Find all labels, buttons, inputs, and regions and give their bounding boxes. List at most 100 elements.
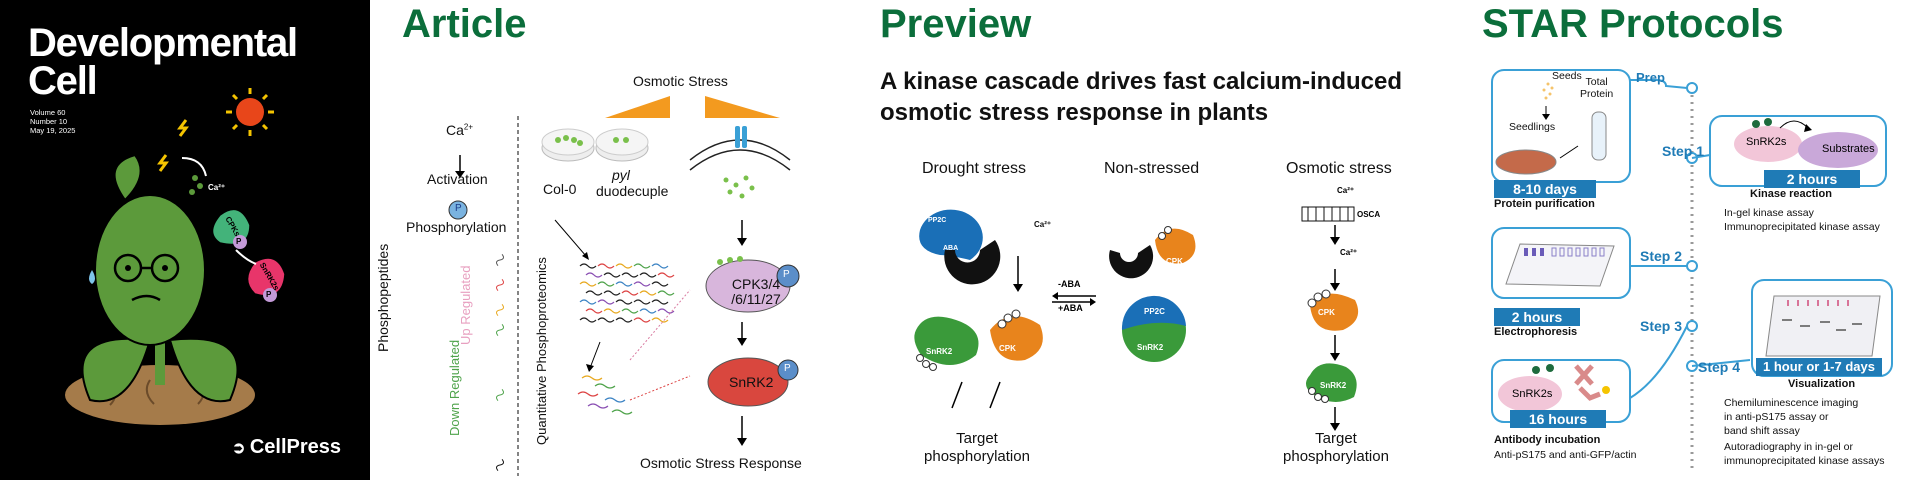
protein-purification-label: Protein purification — [1494, 198, 1595, 210]
regulated-peptides — [577, 375, 633, 415]
non-stressed-label: Non-stressed — [1104, 160, 1200, 177]
antibody-incubation-label: Antibody incubation — [1494, 434, 1601, 446]
quantitative-phosphoproteomics-label: Quantitative Phosphoproteomics — [534, 257, 549, 445]
peptide-squiggle — [603, 308, 621, 314]
nonstressed-snrk2-label: SnRK2 — [1137, 343, 1164, 352]
antibody-detail-label: Anti-pS175 and anti-GFP/actin — [1494, 449, 1637, 461]
phosphorylation-label: Phosphorylation — [406, 219, 507, 235]
osmotic-target-line2: phosphorylation — [1283, 448, 1389, 465]
peptide-squiggle — [603, 272, 621, 278]
peptide-squiggle — [639, 272, 657, 278]
article-graphic — [448, 96, 800, 476]
vis-line3: band shift assay — [1724, 425, 1800, 437]
phosphopeptide-cloud — [579, 263, 675, 323]
osca-label: OSCA — [1357, 210, 1381, 219]
substrates-label: Substrates — [1822, 143, 1875, 155]
step3-label: Step 3 — [1640, 318, 1683, 334]
lightning-icon — [157, 154, 169, 172]
peptide-squiggle — [585, 290, 603, 296]
plus-aba-label: +ABA — [1058, 303, 1083, 313]
cover-ca-label: Ca²⁺ — [208, 183, 226, 192]
peptide-squiggle — [579, 263, 597, 269]
snrk2-label: SnRK2 — [729, 374, 774, 390]
peptide-squiggle — [633, 317, 651, 323]
peptide-squiggle — [621, 290, 639, 296]
number-text: Number 10 — [30, 117, 68, 126]
step2-duration-badge: 2 hours — [1494, 308, 1580, 326]
col0-label: Col-0 — [543, 181, 577, 197]
prep-label: Prep — [1636, 70, 1665, 85]
snrk2s-step1-label: SnRK2s — [1746, 136, 1787, 148]
osmotic-stress-response-label: Osmotic Stress Response — [640, 455, 802, 471]
nonstressed-pp2c-label: PP2C — [1144, 307, 1165, 316]
ca-label: Ca — [446, 122, 464, 138]
phosphate-p-icon-label: P — [455, 203, 462, 214]
ca-superscript: 2+ — [463, 122, 474, 132]
peptide-squiggle — [657, 308, 675, 314]
phosphopeptides-label: Phosphopeptides — [375, 243, 391, 352]
cpk-label: CPK3/4 /6/11/27 — [731, 276, 781, 307]
preview-title: Preview — [880, 2, 1032, 46]
drought-target-line1: Target — [956, 430, 998, 447]
peptide-squiggle — [621, 272, 639, 278]
peptide-squiggle — [657, 290, 675, 296]
journal-cover: Developmental Cell Volume 60 Number 10 M… — [0, 0, 370, 480]
osmotic-graphic — [1301, 206, 1359, 431]
drought-cpk-label: CPK — [999, 344, 1016, 353]
publisher-text: CellPress — [249, 436, 342, 458]
drought-aba-label: ABA — [943, 245, 959, 252]
step2-label: Step 2 — [1640, 248, 1683, 264]
peptide-squiggle — [597, 281, 615, 287]
cpk-phosphate-label: P — [783, 269, 790, 280]
peptide-squiggle — [585, 272, 603, 278]
electrophoresis-label: Electrophoresis — [1494, 326, 1578, 338]
snrk2-phosphate-label: P — [784, 363, 791, 374]
osmotic-snrk2-label: SnRK2 — [1320, 381, 1347, 390]
prep-duration-badge: 8-10 days — [1494, 180, 1596, 198]
peptide-squiggle — [639, 290, 657, 296]
step4-duration-badge: 1 hour or 1-7 days — [1756, 358, 1882, 376]
minus-aba-label: -ABA — [1058, 279, 1081, 289]
cellpress-logo: ➲ CellPress — [232, 436, 342, 458]
drought-target-line2: phosphorylation — [924, 448, 1030, 465]
date-text: May 19, 2025 — [30, 126, 76, 135]
peptide-squiggle — [597, 317, 615, 323]
peptide-squiggle — [651, 299, 669, 305]
pyl-label: pyl — [612, 167, 630, 183]
drought-pp2c-label: PP2C — [928, 217, 947, 224]
step1-label: Step 1 — [1662, 143, 1705, 159]
peptide-squiggle — [621, 308, 639, 314]
osmotic-stress-label: Osmotic Stress — [633, 73, 728, 89]
drought-ca-label: Ca²⁺ — [1034, 220, 1052, 229]
osmotic-target-line1: Target — [1315, 430, 1357, 447]
peptide-squiggle — [633, 299, 651, 305]
peptide-squiggle — [651, 281, 669, 287]
activation-label: Activation — [427, 171, 488, 187]
headline-line1: A kinase cascade drives fast calcium-ind… — [880, 68, 1403, 95]
volume-info: Volume 60 Number 10 May 19, 2025 — [30, 108, 75, 135]
peptide-squiggle — [639, 308, 657, 314]
star-graphic — [1491, 69, 1893, 472]
article-title: Article — [402, 2, 527, 46]
star-protocols-title: STAR Protocols — [1482, 2, 1784, 46]
vis-line1: Chemiluminescence imaging — [1724, 397, 1859, 409]
journal-title: Developmental Cell — [28, 21, 298, 101]
cover-p-label-2: P — [266, 290, 272, 299]
duodecuple-label: duodecuple — [596, 183, 669, 199]
headline-line2: osmotic stress response in plants — [880, 99, 1269, 126]
osmotic-cpk-label: CPK — [1318, 308, 1335, 317]
peptide-squiggle — [615, 281, 633, 287]
step3-duration-badge: 16 hours — [1510, 410, 1606, 428]
vis-line4: Autoradiography in in-gel or — [1724, 441, 1853, 453]
osmotic-ca-bottom-label: Ca²⁺ — [1340, 248, 1358, 257]
kinase-assay-line2: Immunoprecipitated kinase assay — [1724, 221, 1880, 233]
peptide-squiggle — [615, 263, 633, 269]
vis-line2: in anti-pS175 assay or — [1724, 411, 1829, 423]
peptide-squiggle — [579, 317, 597, 323]
nonstressed-cpk-label: CPK — [1166, 257, 1183, 266]
lightning-icon — [177, 119, 189, 137]
peptide-squiggle — [579, 281, 597, 287]
journal-title-line1: Developmental — [28, 21, 298, 65]
peptide-squiggle — [615, 299, 633, 305]
preview-headline: A kinase cascade drives fast calcium-ind… — [880, 66, 1402, 128]
